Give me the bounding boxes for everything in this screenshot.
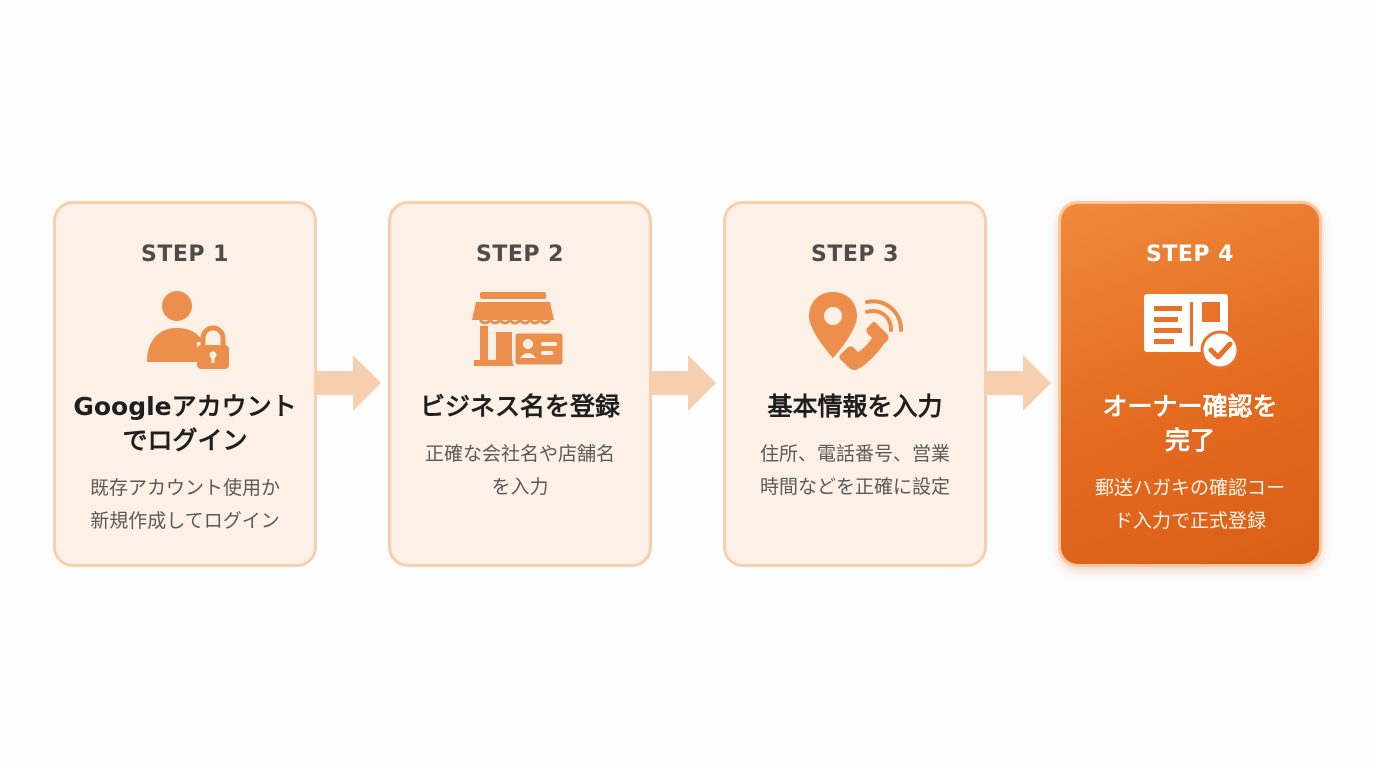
step-title: ビジネス名を登録 [419, 392, 620, 421]
step-title: オーナー確認を 完了 [1102, 392, 1278, 455]
step-title: Googleアカウント でログイン [73, 392, 297, 455]
user-lock-icon [147, 291, 229, 369]
arrow-right-icon [987, 355, 1051, 411]
postcard-check-icon [1144, 294, 1240, 370]
step-description: 住所、電話番号、営業 時間などを正確に設定 [759, 443, 950, 498]
step-description: 既存アカウント使用か 新規作成してログイン [89, 477, 280, 532]
step-label: STEP 1 [141, 242, 229, 267]
store-id-card-icon [472, 292, 566, 368]
step-card-3: STEP 3 基本情報を入力 住所、電話番号、営業 時間などを正確に設定 [723, 201, 987, 567]
step-label: STEP 3 [811, 242, 899, 267]
step-label: STEP 4 [1146, 242, 1234, 267]
step-description: 郵送ハガキの確認コー ド入力で正式登録 [1094, 477, 1285, 532]
arrow-right-icon [317, 355, 381, 411]
step-card-4: STEP 4 オーナー確認を 完了 郵送ハガキの確認コー ド入力で正式登録 [1058, 201, 1322, 567]
step-description: 正確な会社名や店舗名 を入力 [424, 443, 615, 498]
step-card-2: STEP 2 ビジネス名を登録 正確な会社名や店舗名 を入力 [388, 201, 652, 567]
step-card-1: STEP 1 Googleアカウント でログイン 既存アカウント使用か 新規作成… [53, 201, 317, 567]
arrow-right-icon [652, 355, 716, 411]
location-phone-icon [809, 292, 904, 370]
step-label: STEP 2 [476, 242, 564, 267]
step-title: 基本情報を入力 [767, 392, 943, 421]
